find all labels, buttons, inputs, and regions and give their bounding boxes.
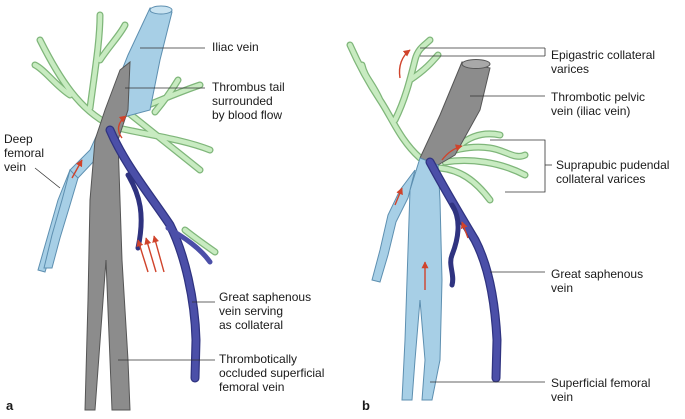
flow-arrows-b — [394, 49, 469, 290]
panel-a-illustration — [31, 5, 219, 411]
panel-b-illustration — [346, 36, 529, 401]
label-iliac-vein: Iliac vein — [212, 40, 259, 54]
label-great-saphenous-a: Great saphenous vein serving as collater… — [219, 290, 312, 332]
label-deep-femoral-vein: Deep femoral vein — [4, 132, 45, 174]
panel-letter-b: b — [362, 398, 370, 413]
label-occluded-femoral: Thrombotically occluded superficial femo… — [219, 352, 325, 394]
leaders-b — [420, 47, 552, 383]
leaders-a — [34, 47, 215, 361]
label-thrombus-tail: Thrombus tail surrounded by blood flow — [212, 80, 285, 122]
thrombosed-femoral-vein-a — [84, 60, 131, 411]
superficial-femoral-vein-b — [401, 157, 443, 401]
label-superficial-femoral: Superficial femoral vein — [551, 376, 651, 404]
thrombotic-pelvic-vein-b — [419, 61, 491, 166]
label-suprapubic: Suprapubic pudendal collateral varices — [556, 158, 670, 186]
label-thrombotic-pelvic: Thrombotic pelvic vein (iliac vein) — [551, 90, 646, 118]
panel-letter-a: a — [6, 398, 14, 413]
label-epigastric: Epigastric collateral varices — [551, 48, 656, 76]
flow-arrows-a — [71, 115, 165, 273]
label-great-saphenous-b: Great saphenous vein — [551, 267, 644, 295]
